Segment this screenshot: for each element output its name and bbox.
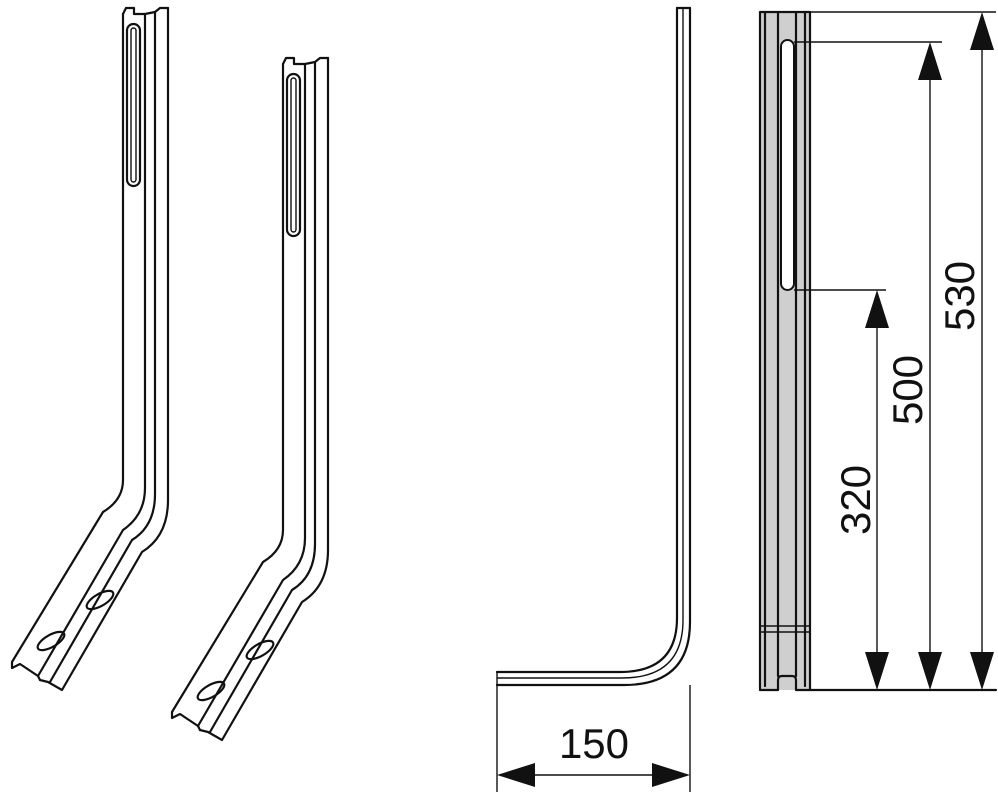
dimension-heights: 320 500 530 xyxy=(794,11,998,692)
bracket-perspective-2 xyxy=(170,56,330,742)
bracket-perspective-1 xyxy=(10,6,170,692)
height-530-label: 530 xyxy=(936,261,983,331)
height-320-label: 320 xyxy=(832,465,879,535)
dimension-width: 150 xyxy=(496,672,691,792)
bracket-front-view xyxy=(758,10,812,692)
width-label: 150 xyxy=(559,720,629,767)
height-500-label: 500 xyxy=(884,355,931,425)
bracket-side-view xyxy=(495,6,692,687)
